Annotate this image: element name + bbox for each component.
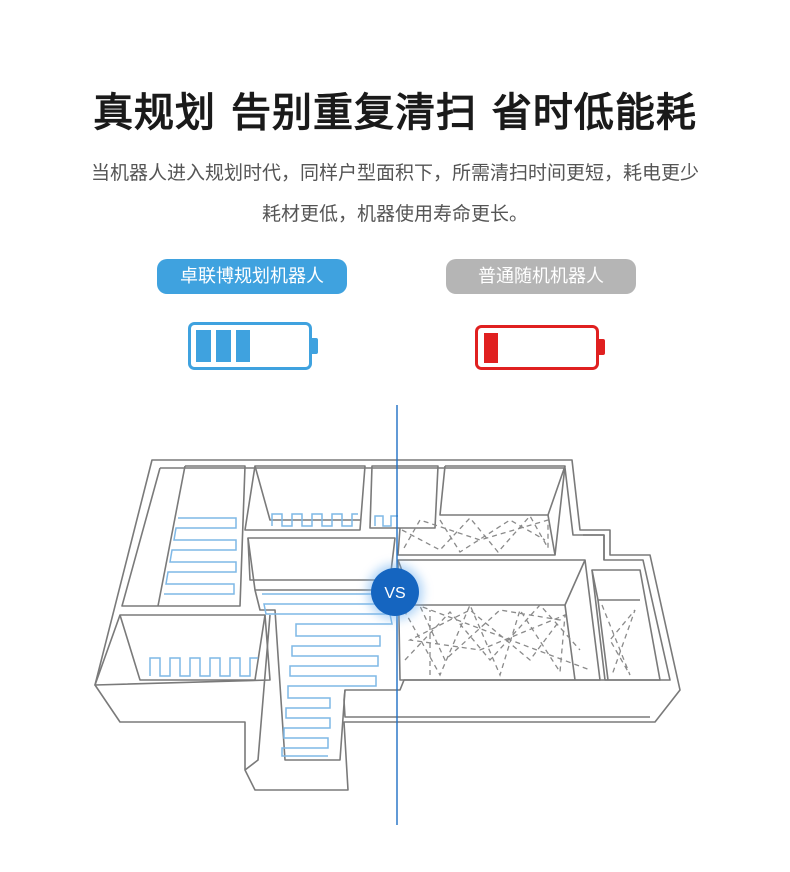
description-line-1: 当机器人进入规划时代，同样户型面积下，所需清扫时间更短，耗电更少 xyxy=(90,162,699,184)
description-line-2: 耗材更低，机器使用寿命更长。 xyxy=(261,203,528,225)
random-robot-label: 普通随机机器人 xyxy=(446,259,636,294)
vs-badge-label: VS xyxy=(384,585,405,602)
battery-high-icon xyxy=(188,322,318,370)
floor-plan-illustration: VS xyxy=(94,405,681,825)
planned-robot-label: 卓联博规划机器人 xyxy=(157,259,347,294)
page-title: 真规划 告别重复清扫 省时低能耗 xyxy=(93,90,697,136)
battery-low-icon xyxy=(475,325,605,370)
